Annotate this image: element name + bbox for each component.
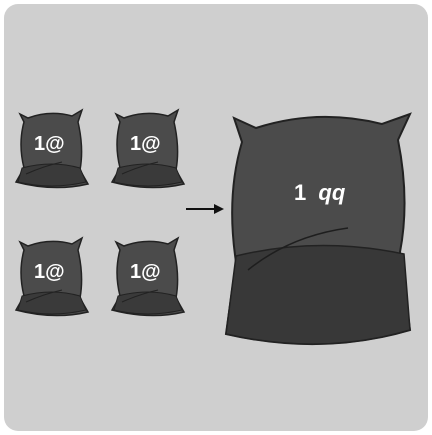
small-sack-3: 1@ (16, 238, 88, 316)
large-sack-label-number: 1 (294, 180, 306, 205)
small-sack-label: 1@ (130, 133, 161, 155)
large-sack-label: 1 qq (294, 180, 346, 205)
large-sack: 1 qq (226, 114, 410, 344)
small-sack-2: 1@ (112, 110, 184, 188)
small-sack-label: 1@ (34, 261, 65, 283)
small-sack-1: 1@ (16, 110, 88, 188)
right-arrow-icon (186, 204, 224, 214)
small-sack-label: 1@ (34, 133, 65, 155)
small-sack-4: 1@ (112, 238, 184, 316)
small-sack-label: 1@ (130, 261, 161, 283)
large-sack-label-unit: qq (318, 180, 345, 205)
